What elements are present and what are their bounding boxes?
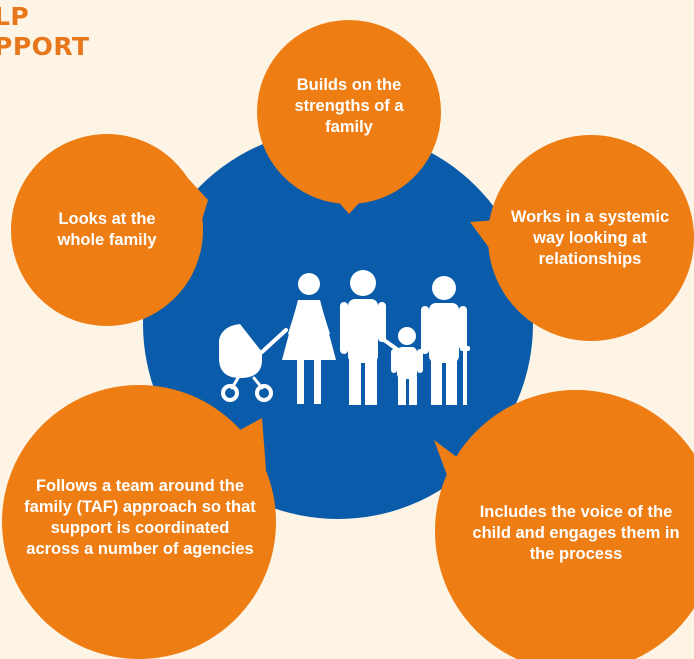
bubble-bottom-left [2,385,276,659]
bubble-top-text: Builds on the strengths of a family [294,75,404,136]
child-figure [391,327,423,405]
bubble-right [470,135,694,341]
bubble-right-text: Works in a systemic way looking at relat… [510,207,670,268]
bubble-left-text: Looks at the whole family [57,210,157,249]
man-figure [340,270,400,405]
bubble-left [11,134,208,326]
title-line-1: LP [0,2,30,31]
title-line-2: PPORT [0,32,90,61]
page-title: LP PPORT [0,2,90,62]
bubble-bottom-right-text: Includes the voice of the child and enga… [472,502,680,563]
elder-figure [421,276,470,405]
bubbles [2,20,694,659]
woman-figure [282,273,336,404]
bubble-top [257,20,441,214]
bubble-bottom-left-text: Follows a team around the family (TAF) a… [24,476,256,558]
pram-icon [219,324,288,402]
bubble-bottom-right [434,390,694,659]
center-circle [143,129,533,519]
family-icon [219,270,470,405]
